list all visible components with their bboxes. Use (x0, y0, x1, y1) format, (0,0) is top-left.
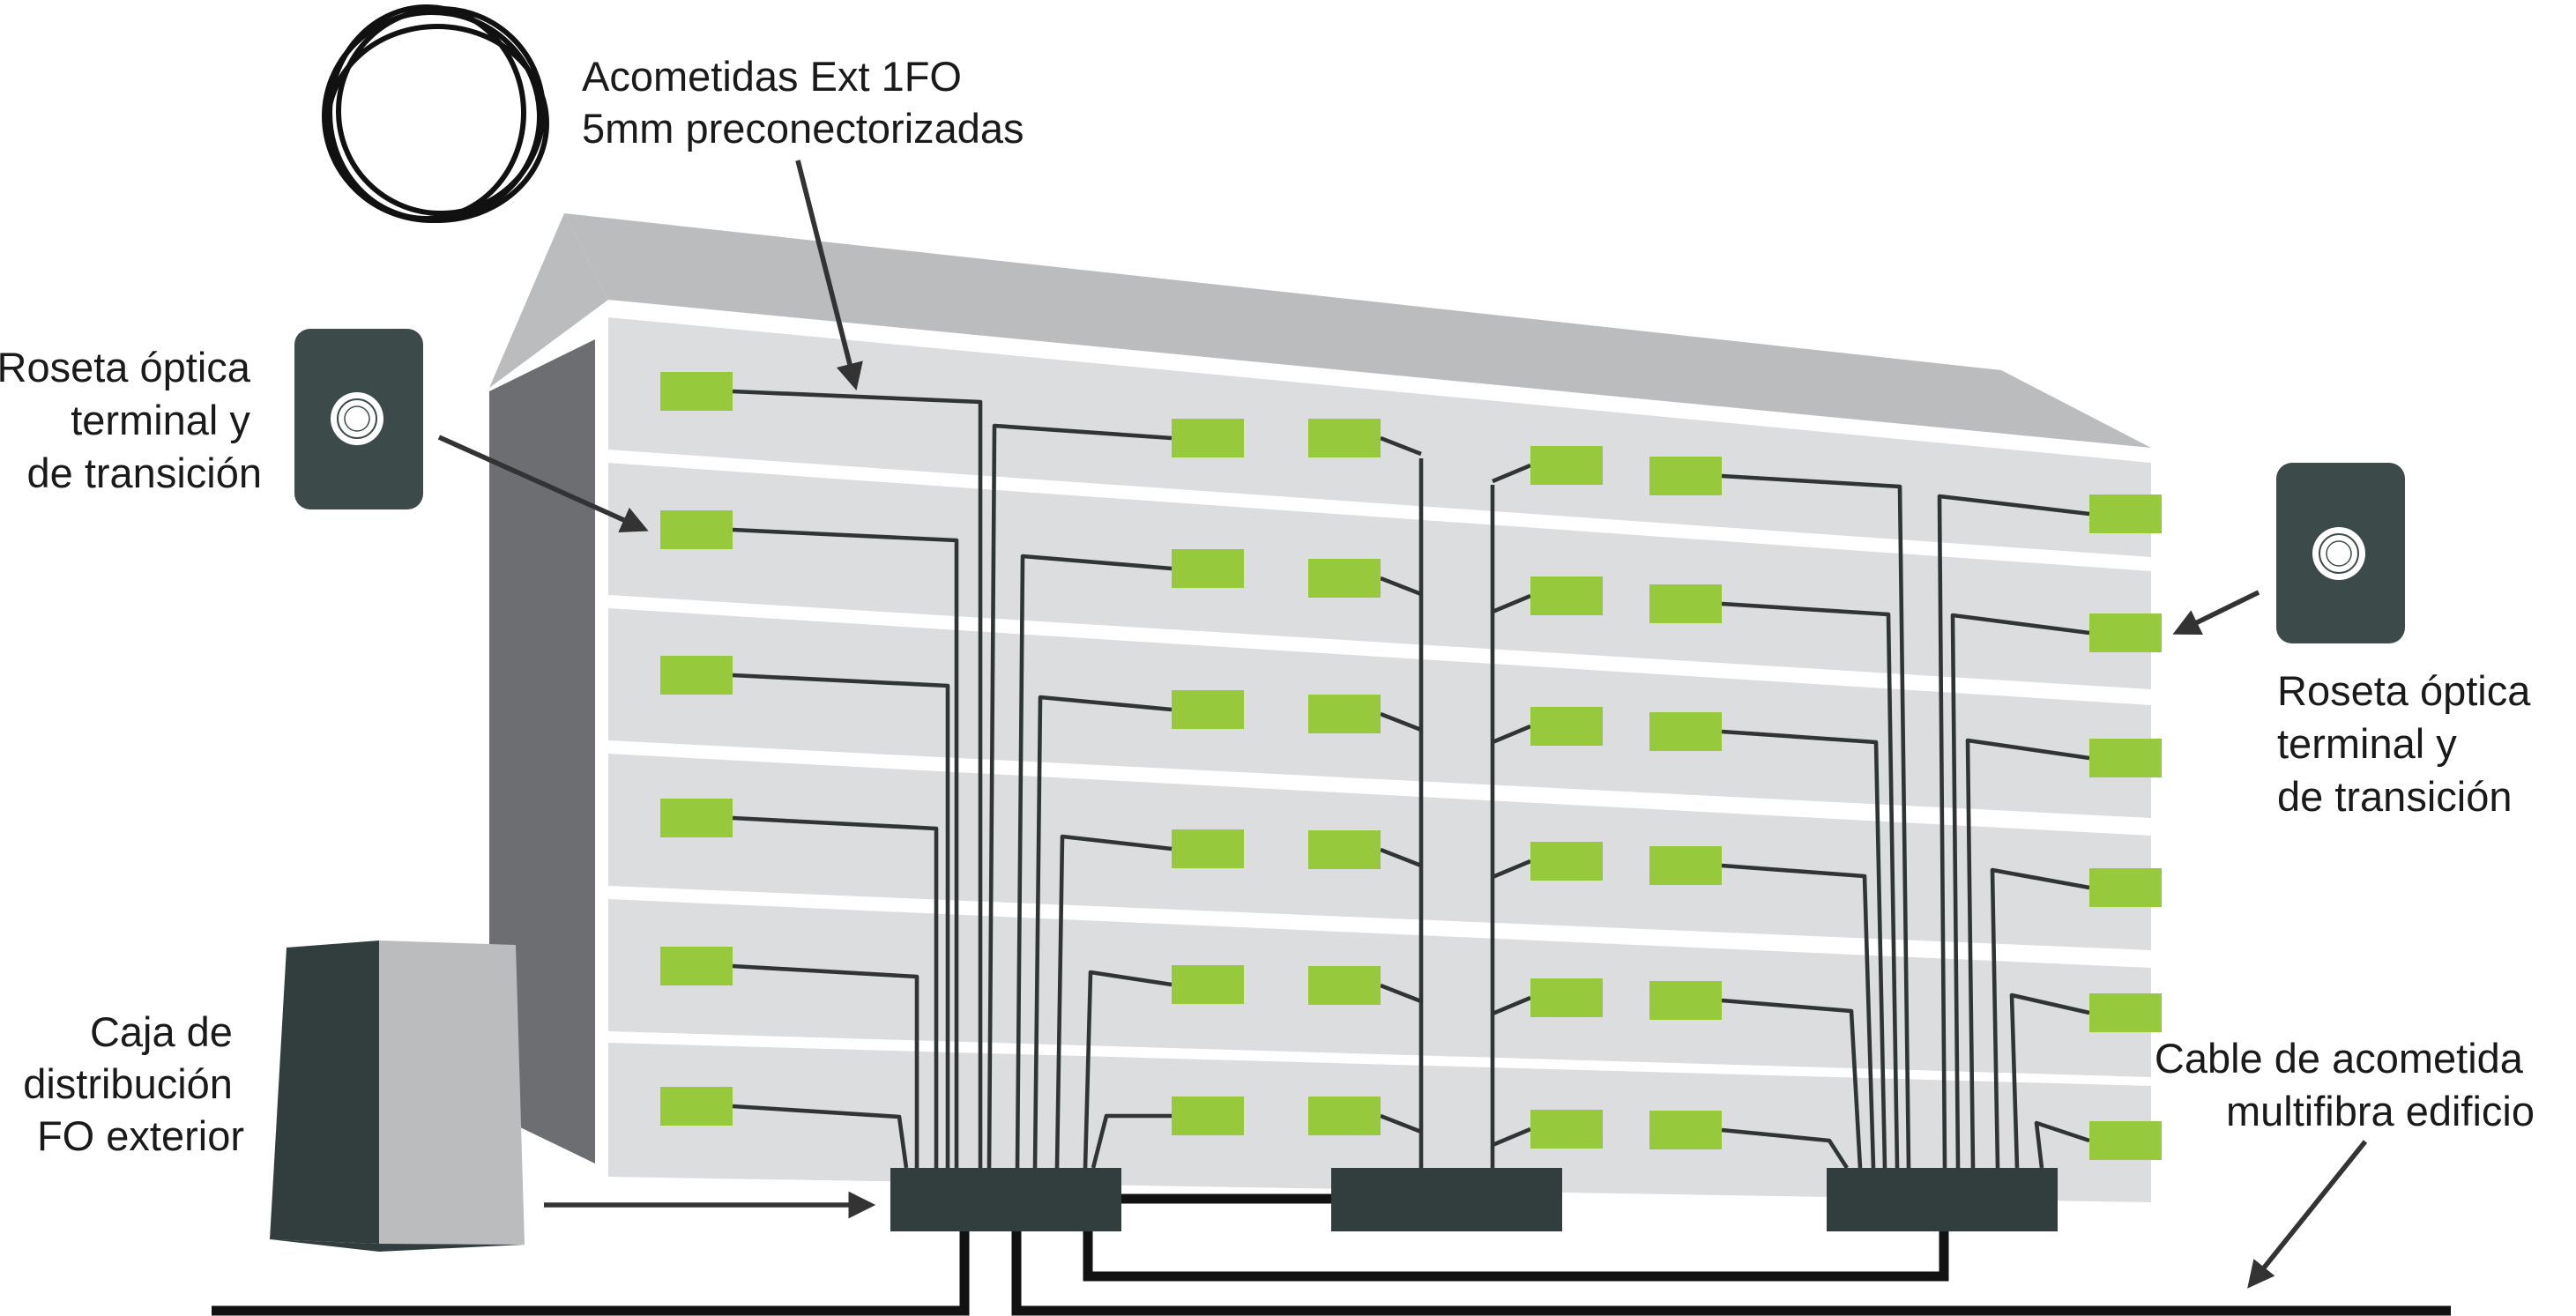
rosette-right-label: Roseta óptica terminal y de transición (2277, 667, 2542, 820)
distribution-box-label: Caja de distribución FO exterior (23, 1008, 244, 1159)
optical-outlet (1308, 419, 1381, 457)
drop-wire (2009, 993, 2090, 1169)
drop-wire (1950, 613, 2090, 1169)
optical-outlet (1172, 965, 1244, 1004)
optical-outlet (1172, 549, 1244, 588)
optical-outlets (660, 372, 2162, 1160)
drop-wire (1380, 983, 1422, 1004)
arrow-icon (2247, 1140, 2368, 1289)
arrow-icon (437, 435, 649, 532)
drop-wire (1380, 1113, 1422, 1134)
optical-outlet (2089, 993, 2162, 1032)
drop-wire (1965, 738, 2090, 1169)
splitter-box-icon (1827, 1168, 2058, 1231)
distribution-box-icon (270, 941, 525, 1252)
drop-wire (1721, 863, 1876, 1169)
drop-wire (986, 423, 1173, 1169)
drop-wire (1032, 695, 1173, 1169)
drop-wire (1380, 847, 1422, 868)
drop-wire (732, 673, 950, 1168)
optical-outlet (1530, 576, 1603, 615)
building-roof (564, 213, 2151, 448)
drop-wire (1492, 859, 1531, 880)
optical-outlet (1172, 419, 1244, 457)
optical-outlet (1530, 842, 1603, 881)
optical-outlet (1530, 707, 1603, 746)
optical-outlet (1649, 1111, 1722, 1149)
drop-wire (1492, 995, 1531, 1016)
fiber-drop-wires (732, 389, 2090, 1170)
drop-wire (1054, 834, 1173, 1169)
optical-outlet (1308, 559, 1381, 598)
riser-cable (212, 1193, 2451, 1316)
optical-outlet (1308, 966, 1381, 1005)
building-gable (489, 213, 608, 388)
optical-outlet (1649, 981, 1722, 1020)
drop-wire (1380, 711, 1422, 732)
drop-wire (1492, 724, 1531, 745)
optical-outlet (660, 947, 733, 985)
optical-outlet (2089, 739, 2162, 777)
optical-outlet (1530, 1110, 1603, 1149)
drop-wire (1721, 601, 1900, 1169)
optical-outlet (1172, 1097, 1244, 1135)
drop-wire (732, 389, 983, 1168)
arrow-icon (795, 160, 863, 390)
drop-wire (1380, 576, 1422, 597)
optical-outlet (1308, 830, 1381, 869)
arrow-icon (2172, 590, 2260, 636)
optical-outlet (660, 799, 733, 837)
rosette-left-label: Roseta óptica terminal y de transición (0, 344, 262, 496)
optical-outlet (1172, 690, 1244, 729)
optical-outlet (2089, 613, 2162, 652)
optical-outlet (1308, 1097, 1381, 1135)
optical-outlet (1308, 695, 1381, 733)
optical-outlet (1649, 457, 1722, 495)
riser-cable-label: Cable de acometida multifibra edificio (2155, 1035, 2535, 1134)
fiber-coil-icon (322, 4, 549, 223)
drop-wire (1721, 729, 1887, 1169)
optical-outlet (1649, 584, 1722, 623)
optical-outlet (1649, 712, 1722, 751)
optical-outlet (2089, 1121, 2162, 1160)
optical-outlet (660, 372, 733, 411)
optical-rosette-icon (294, 329, 423, 509)
optical-outlet (1172, 829, 1244, 868)
splitter-boxes (890, 1168, 2058, 1231)
drop-wire (1380, 435, 1422, 457)
drop-wire (1721, 998, 1863, 1169)
optical-outlet (660, 1087, 733, 1126)
drop-wire (1990, 867, 2090, 1169)
drop-wire (1083, 970, 1173, 1169)
drop-wire (1492, 593, 1531, 614)
drop-wire (1937, 494, 2090, 1169)
splitter-box-icon (1331, 1168, 1562, 1231)
optical-outlet (660, 656, 733, 695)
drop-cable-label: Acometidas Ext 1FO 5mm preconectorizadas (582, 53, 1024, 152)
drop-wire (732, 815, 939, 1168)
labels: Acometidas Ext 1FO 5mm preconectorizadas… (0, 53, 2542, 1159)
arrow-icons (437, 160, 2368, 1289)
splitter-box-icon (890, 1168, 1121, 1231)
optical-outlet (1649, 846, 1722, 885)
drop-wire (1492, 1126, 1531, 1148)
drop-wire (732, 527, 959, 1168)
drop-wire (2034, 1120, 2090, 1169)
optical-outlet (2089, 868, 2162, 907)
drop-wire (1091, 1113, 1172, 1169)
drop-wire (1721, 473, 1911, 1169)
drop-wire (1721, 1127, 1849, 1170)
optical-outlet (1530, 446, 1603, 485)
drop-wire (732, 963, 919, 1168)
optical-rosette-icon (2276, 463, 2405, 643)
drop-wire (1492, 463, 1531, 484)
optical-outlet (2089, 494, 2162, 533)
optical-outlet (1530, 978, 1603, 1017)
drop-wire (732, 1104, 909, 1169)
drop-wire (1015, 554, 1173, 1169)
optical-outlet (660, 510, 733, 549)
